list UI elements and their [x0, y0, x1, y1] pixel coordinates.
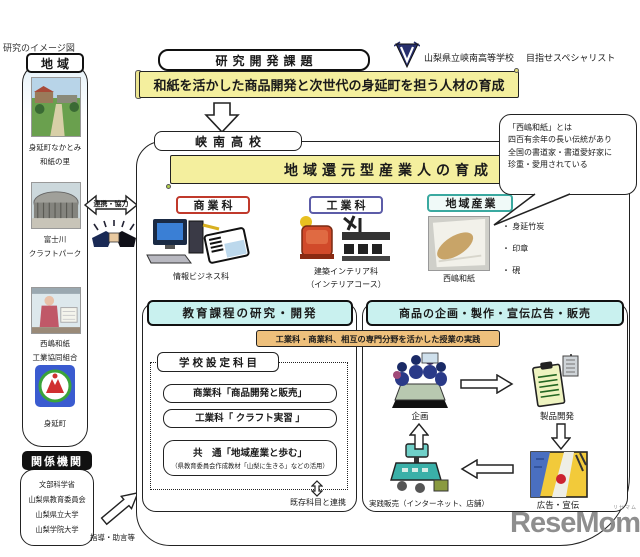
- dept-commerce-title: 商業科: [176, 196, 250, 214]
- diagram-title: 研究のイメージ図: [3, 43, 75, 53]
- computer-and-notebook-icon: [146, 219, 250, 264]
- nishijima-washi-cooperative-photo-icon: [31, 287, 81, 334]
- dept-local-industry-title: 地域産業: [427, 194, 513, 212]
- down-arrow-icon: [551, 423, 571, 450]
- step-sale-label: 実践販売（インターネット、店舗）: [369, 499, 489, 508]
- up-down-arrow-icon: [311, 480, 323, 497]
- step-plan-label: 企画: [411, 411, 429, 421]
- dept-industry-title: 工業科: [309, 196, 383, 214]
- org-item: 山梨県立大学: [35, 510, 79, 520]
- step-ad-label: 広告・宣伝: [536, 500, 580, 510]
- washi-note-line: 四百有余年の長い伝統があり: [508, 135, 612, 145]
- research-theme-banner: 和紙を活かした商品開発と次世代の身延町を担う人材の育成: [139, 71, 519, 98]
- armchair-and-tools-icon: [300, 215, 390, 261]
- dept-industry-caption: 建築インテリア科: [314, 267, 378, 276]
- up-arrow-icon: [409, 423, 429, 450]
- watermark-text: ReseMom: [510, 507, 640, 539]
- nishijima-washi-paper-photo-icon: [428, 216, 490, 271]
- org-item: 山梨県教育委員会: [28, 495, 86, 505]
- research-theme-header: 研究開発課題: [158, 49, 370, 71]
- subject-common-note: （県教育委員会作成教材「山梨に生きる」などの活用）: [171, 463, 329, 470]
- related-orgs-header: 関係機関: [22, 451, 92, 470]
- watermark-ruby: リセマム: [613, 505, 638, 511]
- product-header: 商品の企画・製作・宣伝広告・販売: [366, 300, 624, 326]
- fujikawa-craft-park-photo-icon: [31, 182, 81, 229]
- org-item: 山梨学院大学: [35, 525, 79, 535]
- washi-note-line: 全国の書道家・書道愛好家に: [508, 147, 612, 157]
- org-item: 文部科学省: [39, 480, 75, 489]
- local-industry-bullet-list: 身延竹炭 印章 硯: [502, 221, 572, 287]
- washi-note-line: 「西嶋和紙」とは: [508, 123, 572, 132]
- left-arrow-icon: [460, 459, 514, 479]
- banner-pin: [166, 184, 171, 189]
- washi-note-line: 珍重・愛用されている: [508, 160, 588, 170]
- school-emblem-icon: [394, 41, 420, 69]
- region-item-caption: 富士川クラフトパーク: [28, 235, 82, 258]
- banner-pin: [514, 68, 519, 73]
- minobu-town-emblem-icon: [35, 365, 75, 407]
- nakatomi-washi-village-photo-icon: [31, 77, 81, 137]
- school-slogan: 目指せスペシャリスト: [526, 53, 616, 63]
- subject-industry: 工業科「 クラフト実習 」: [163, 409, 337, 428]
- school-name: 山梨県立峡南高等学校: [424, 53, 515, 63]
- dept-industry-course: （インテリアコース）: [306, 280, 386, 289]
- region-item-caption: 身延町: [43, 419, 67, 428]
- dept-local-caption: 西嶋和紙: [443, 274, 475, 283]
- school-subjects-header: 学校設定科目: [157, 352, 279, 372]
- region-item-caption: 身延町なかとみ和紙の里: [28, 143, 82, 166]
- practice-banner: 工業科・商業科、相互の専門分野を活かした授業の実践: [256, 330, 500, 347]
- washi-note-bubble: 「西嶋和紙」とは 四百有余年の長い伝統があり 全国の書道家・書道愛好家に 珍重・…: [499, 114, 637, 195]
- down-arrow-icon: [204, 102, 240, 133]
- existing-subjects-link-label: 既存科目と連携: [290, 498, 346, 507]
- subject-common-title: 共 通「地域産業と歩む」: [192, 448, 307, 459]
- subject-common: 共 通「地域産業と歩む」 （県教育委員会作成教材「山梨に生きる」などの活用）: [163, 440, 337, 476]
- related-orgs-list: 文部科学省 山梨県教育委員会 山梨県立大学 山梨学院大学: [20, 469, 94, 546]
- planning-meeting-icon: [392, 352, 448, 408]
- guidance-arrow-icon: [100, 491, 139, 526]
- school-label: 峡南高校: [154, 131, 302, 151]
- advertising-poster-icon: [530, 451, 588, 498]
- collaboration-label: 連携・協力: [93, 201, 129, 208]
- bullet-item: 硯: [502, 265, 572, 276]
- region-header: 地域: [26, 53, 84, 73]
- guidance-label: 指導・助言等: [90, 533, 135, 542]
- bullet-item: 身延竹炭: [502, 221, 572, 232]
- region-item-caption: 西嶋和紙工業協同組合: [32, 339, 78, 362]
- bullet-item: 印章: [502, 243, 572, 254]
- right-arrow-icon: [460, 374, 514, 394]
- bubble-tail-icon: [493, 193, 571, 226]
- product-development-clipboard-icon: [532, 354, 579, 408]
- handshake-icon: [92, 220, 136, 247]
- curriculum-header: 教育課程の研究・開発: [147, 300, 353, 326]
- subject-commerce: 商業科「商品開発と販売」: [163, 384, 337, 403]
- step-develop-label: 製品開発: [539, 411, 574, 421]
- school-name-line: 山梨県立峡南高等学校 目指せスペシャリスト: [424, 51, 634, 64]
- dept-commerce-caption: 情報ビジネス科: [173, 272, 229, 281]
